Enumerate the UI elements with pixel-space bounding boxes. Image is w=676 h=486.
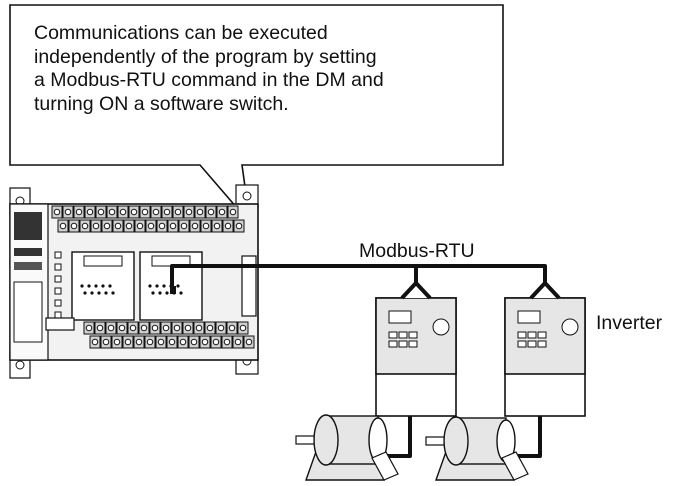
terminal-screw-head [169, 222, 177, 230]
terminal-screw-head [81, 222, 89, 230]
terminal-screw-head [191, 222, 199, 230]
terminal-screw-head [119, 208, 127, 216]
inverter-label: Inverter [596, 312, 663, 334]
terminal-screw-head [141, 208, 149, 216]
terminal-screw-head [64, 208, 72, 216]
terminal-screw-head [179, 338, 187, 346]
terminal-screw-head [190, 338, 198, 346]
terminal-screw-head [70, 222, 78, 230]
terminal-screw-head [151, 324, 159, 332]
callout-line-1: Communications can be executed [34, 22, 328, 44]
terminal-screw-head [75, 208, 83, 216]
terminal-screw-head [201, 338, 209, 346]
terminal-screw-head [195, 324, 203, 332]
terminal-screw-head [147, 222, 155, 230]
led-column [54, 251, 62, 319]
terminal-screw-head [108, 208, 116, 216]
terminal-screw-head [107, 324, 115, 332]
motor-1 [295, 414, 399, 481]
terminal-screw-head [96, 324, 104, 332]
terminal-screw-head [91, 338, 99, 346]
terminal-screw-head [146, 338, 154, 346]
network-label: Modbus-RTU [359, 240, 475, 262]
terminal-screw-head [213, 222, 221, 230]
motor-2 [425, 416, 529, 481]
terminal-screw-head [113, 338, 121, 346]
inverter-2 [504, 281, 586, 417]
terminal-screw-head [239, 324, 247, 332]
terminal-screw-head [152, 208, 160, 216]
callout-line-3: a Modbus-RTU command in the DM and [34, 69, 384, 91]
terminal-screw-head [207, 208, 215, 216]
terminal-screw-head [135, 338, 143, 346]
terminal-screw-head [53, 208, 61, 216]
inverter-1 [375, 281, 457, 417]
terminal-screw-head [118, 324, 126, 332]
terminal-screw-head [85, 324, 93, 332]
terminal-screw-head [158, 222, 166, 230]
terminal-screw-head [173, 324, 181, 332]
terminal-screw-head [224, 222, 232, 230]
terminal-screw-head [229, 208, 237, 216]
terminal-screw-head [228, 324, 236, 332]
terminal-screw-head [163, 208, 171, 216]
terminal-screw-head [217, 324, 225, 332]
terminal-screw-head [235, 222, 243, 230]
terminal-screw-head [206, 324, 214, 332]
terminal-screw-head [102, 338, 110, 346]
terminal-screw-head [234, 338, 242, 346]
terminal-screw-head [245, 338, 253, 346]
terminal-screw-head [157, 338, 165, 346]
callout-text: Communications can be executed independe… [34, 22, 494, 116]
terminal-screw-head [129, 324, 137, 332]
terminal-screw-head [180, 222, 188, 230]
terminal-screw-head [86, 208, 94, 216]
callout-line-2: independently of the program by setting [34, 45, 377, 68]
terminal-block-top [51, 205, 245, 233]
terminal-screw-head [202, 222, 210, 230]
terminal-screw-head [174, 208, 182, 216]
terminal-screw-head [185, 208, 193, 216]
terminal-screw-head [97, 208, 105, 216]
terminal-screw-head [184, 324, 192, 332]
terminal-screw-head [136, 222, 144, 230]
terminal-screw-head [125, 222, 133, 230]
terminal-screw-head [218, 208, 226, 216]
terminal-screw-head [124, 338, 132, 346]
terminal-screw-head [103, 222, 111, 230]
callout-line-4: turning ON a software switch. [34, 92, 289, 115]
terminal-screw-head [130, 208, 138, 216]
plc-unit [9, 184, 259, 379]
terminal-screw-head [168, 338, 176, 346]
terminal-screw-head [196, 208, 204, 216]
terminal-screw-head [114, 222, 122, 230]
terminal-screw-head [140, 324, 148, 332]
terminal-screw-head [92, 222, 100, 230]
terminal-screw-head [162, 324, 170, 332]
terminal-block-bottom [83, 321, 255, 349]
terminal-screw-head [212, 338, 220, 346]
terminal-screw-head [59, 222, 67, 230]
terminal-screw-head [223, 338, 231, 346]
